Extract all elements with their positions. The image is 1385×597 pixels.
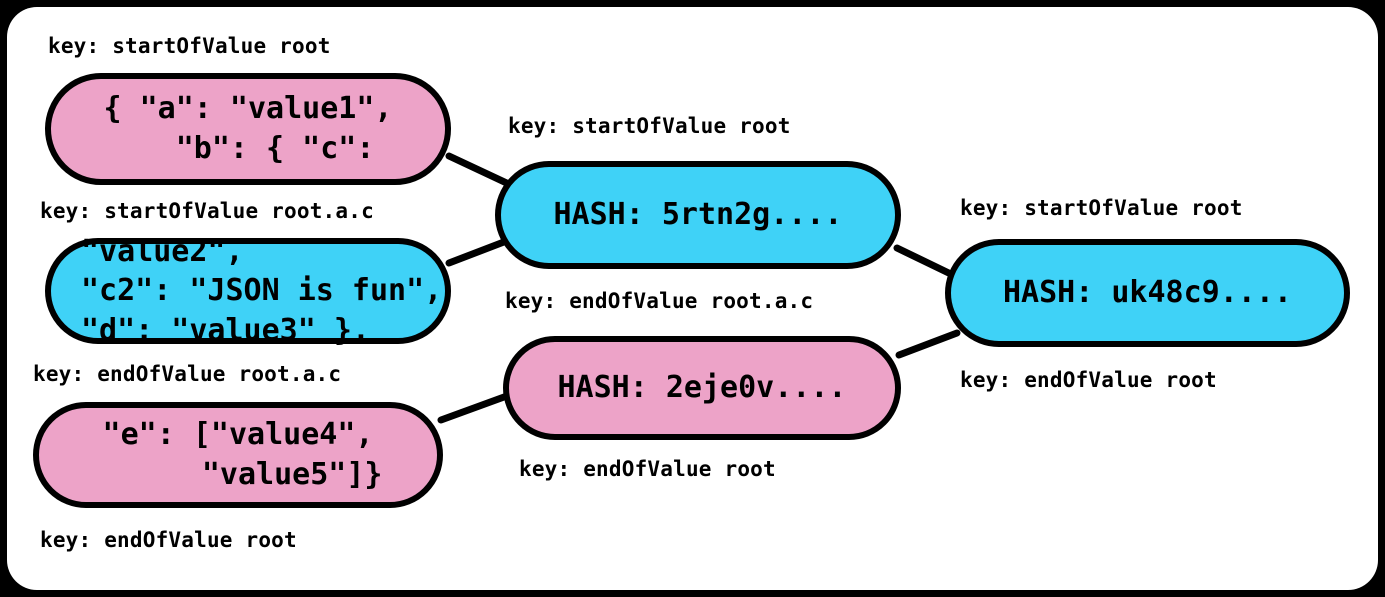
node-label: "value2", "c2": "JSON is fun", "d": "val…	[81, 233, 443, 348]
edge-key-label: key: startOfValue root	[508, 114, 791, 138]
node-label: HASH: uk48c9....	[1003, 275, 1292, 311]
edge-connector	[445, 236, 513, 267]
node-hash-2[interactable]: HASH: 2eje0v....	[503, 336, 901, 440]
edge-connector	[895, 329, 961, 359]
node-label: HASH: 2eje0v....	[557, 370, 847, 406]
node-label: HASH: 5rtn2g....	[553, 197, 843, 233]
edge-connector	[893, 244, 961, 281]
edge-key-label: key: endOfValue root	[40, 528, 297, 552]
edge-key-label: key: startOfValue root	[48, 34, 331, 58]
edge-key-label: key: endOfValue root.a.c	[33, 362, 342, 386]
edge-key-label: key: startOfValue root.a.c	[40, 199, 374, 223]
edge-key-label: key: endOfValue root.a.c	[505, 289, 814, 313]
node-hash-1[interactable]: HASH: 5rtn2g....	[495, 161, 901, 269]
edge-key-label: key: startOfValue root	[960, 196, 1243, 220]
node-label: { "a": "value1", "b": { "c":	[103, 91, 393, 166]
node-json-1[interactable]: { "a": "value1", "b": { "c":	[45, 73, 451, 185]
edge-connector	[437, 389, 519, 424]
node-json-2[interactable]: "value2", "c2": "JSON is fun", "d": "val…	[45, 234, 451, 348]
edge-key-label: key: endOfValue root	[960, 368, 1217, 392]
node-hash-3[interactable]: HASH: uk48c9....	[945, 239, 1350, 347]
node-label: "e": ["value4", "value5"]}	[102, 417, 383, 492]
edge-connector	[445, 152, 517, 190]
node-json-3[interactable]: "e": ["value4", "value5"]}	[33, 402, 443, 508]
edge-key-label: key: endOfValue root	[519, 457, 776, 481]
